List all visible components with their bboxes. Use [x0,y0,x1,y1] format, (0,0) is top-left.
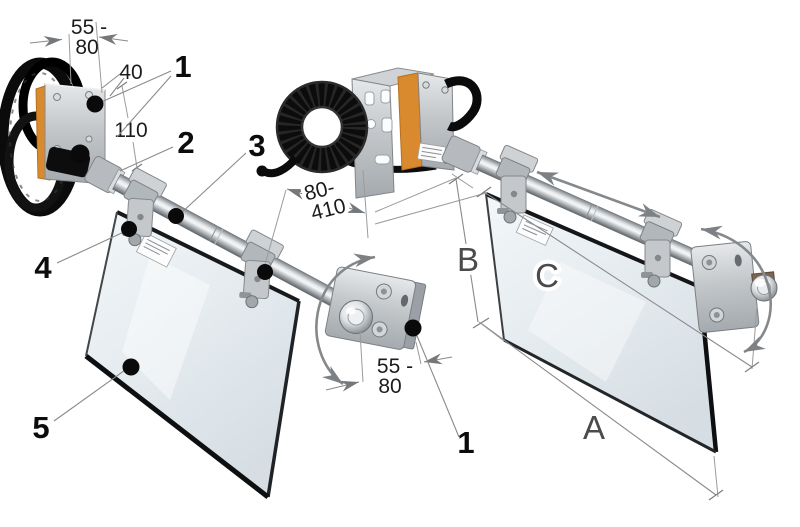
protective-shield-right [485,192,719,454]
support-tube-left [84,156,348,312]
ref-letter-A: A [583,409,605,446]
dim-line-A [481,323,717,496]
leader-2 [119,146,174,172]
annotations: 55 - 80 40 110 1 2 3 4 5 [29,16,772,501]
dim-55-80-top-line1: 55 - [71,16,107,39]
spiral-cable-right [256,80,369,178]
dim-55-80-bottom-line1: 55 - [377,355,413,378]
callout-5: 5 [32,410,49,445]
callout-1-top: 1 [174,49,191,84]
dot-shield [122,358,140,376]
warning-sticker-left [135,232,177,268]
dim-40-label: 40 [119,61,142,84]
clamp-knob-right [750,274,778,302]
right-assembly [256,67,778,454]
cable-loop [444,76,482,132]
rotation-arrow-left [315,253,376,386]
callout-1-bottom: 1 [457,425,474,460]
leader-1-bottom [414,330,460,438]
leader-4 [56,230,127,264]
clamp-knob-left [339,300,373,334]
slide-direction-arrow [536,170,661,219]
ref-letter-C: C [535,257,559,294]
dim-hole-spacing: 110 [110,81,152,172]
dimension-arrow-left [29,35,63,47]
rotation-arrow-right [700,225,772,354]
dot-hole-top [86,95,104,113]
dot-tube [168,208,184,224]
dim-55-80-top-line2: 80 [75,36,98,59]
warning-sticker-plate [417,142,447,164]
leader-3 [178,152,247,216]
dim-line-B [455,178,479,323]
callout-dots [70,95,422,376]
dimension-arrow-right [98,34,129,45]
ref-letter-B: B [457,241,479,278]
callout-2: 2 [177,125,194,160]
warning-sticker-right [515,214,554,246]
leader-1-top-a [98,70,172,104]
dot-clamp-1 [121,221,137,237]
callout-4: 4 [34,250,52,285]
dot-bracket-hole [404,319,422,337]
dim-110-label: 110 [114,119,147,142]
leader-5 [53,367,129,422]
dot-hole-bottom [70,144,90,164]
dim-55-80-bottom-line2: 80 [378,375,401,398]
dim-hole-offset: 40 [101,61,143,97]
end-bracket-left [324,266,427,350]
dot-clamp-2 [257,264,273,280]
left-assembly [0,57,427,499]
dim-bottom-mount-slot: 55 - 80 [325,330,453,402]
dim-top-mount-slot: 55 - 80 [29,16,129,94]
leader-1-top-b [116,75,172,138]
callout-3: 3 [248,128,265,163]
